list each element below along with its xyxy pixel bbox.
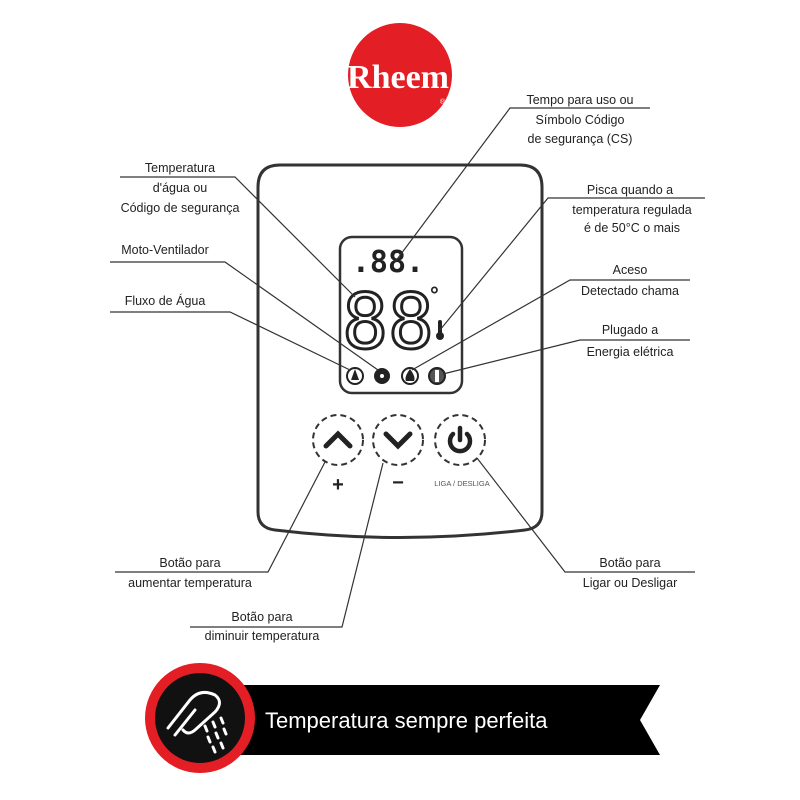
label-line: Temperatura: [145, 161, 215, 175]
temperature-digits: 88: [342, 277, 434, 366]
rheem-logo: Rheem ®: [347, 23, 452, 127]
power-icon: [447, 425, 473, 454]
time-digits: .88.: [352, 245, 424, 280]
label-water-flow: Fluxo de Água: [125, 293, 206, 308]
flame-icon: [401, 367, 419, 385]
label-power-button: Botão para Ligar ou Desligar: [583, 556, 678, 590]
shower-icon: [166, 690, 228, 754]
power-button[interactable]: [434, 414, 486, 466]
plus-symbol: +: [332, 474, 344, 496]
label-water-temperature: Temperatura d'água ou Código de seguranç…: [121, 161, 240, 215]
chevron-up-icon: [323, 430, 353, 449]
label-line: Botão para: [231, 610, 292, 624]
label-fan: Moto-Ventilador: [121, 243, 209, 257]
label-flame-detected: Aceso Detectado chama: [581, 263, 679, 298]
fan-icon: [374, 368, 390, 384]
water-flow-icon: [346, 367, 364, 385]
label-line: aumentar temperatura: [128, 576, 252, 590]
label-line: Energia elétrica: [587, 345, 674, 359]
chevron-down-icon: [383, 431, 413, 450]
label-line: Botão para: [159, 556, 220, 570]
label-line: Botão para: [599, 556, 660, 570]
label-line: d'água ou: [153, 181, 208, 195]
banner-badge: [155, 673, 245, 763]
label-line: Pisca quando a: [587, 183, 673, 197]
banner-ribbon: [240, 685, 660, 755]
logo-mark: ®: [440, 98, 446, 106]
logo-text: Rheem: [347, 59, 449, 96]
label-line: Detectado chama: [581, 284, 679, 298]
label-time-or-code: Tempo para uso ou Símbolo Código de segu…: [526, 93, 633, 146]
thermometer-icon: [436, 320, 444, 340]
label-blink-50c: Pisca quando a temperatura regulada é de…: [572, 183, 692, 235]
label-line: Símbolo Código: [536, 113, 625, 127]
label-line: é de 50°C o mais: [584, 221, 680, 235]
label-line: Tempo para uso ou: [526, 93, 633, 107]
label-line: diminuir temperatura: [205, 629, 320, 643]
label-plugged-in: Plugado a Energia elétrica: [587, 323, 674, 359]
banner-text: Temperatura sempre perfeita: [265, 708, 548, 733]
degree-symbol: °: [430, 282, 439, 307]
increase-temperature-button[interactable]: [312, 414, 364, 466]
leader-lines: [110, 107, 705, 628]
label-line: Ligar ou Desligar: [583, 576, 678, 590]
label-line: de segurança (CS): [528, 132, 633, 146]
lcd-display: .88. 88 °: [338, 235, 464, 395]
label-increase-button: Botão para aumentar temperatura: [128, 556, 252, 590]
power-plug-icon: [428, 367, 446, 385]
label-line: Aceso: [613, 263, 648, 277]
label-line: temperatura regulada: [572, 203, 692, 217]
label-line: Código de segurança: [121, 201, 240, 215]
banner: Temperatura sempre perfeita: [145, 663, 660, 773]
decrease-temperature-button[interactable]: [372, 414, 424, 466]
minus-symbol: −: [392, 472, 404, 494]
label-line: Plugado a: [602, 323, 658, 337]
label-decrease-button: Botão para diminuir temperatura: [205, 610, 320, 643]
power-label: LIGA / DESLIGA: [434, 479, 489, 488]
